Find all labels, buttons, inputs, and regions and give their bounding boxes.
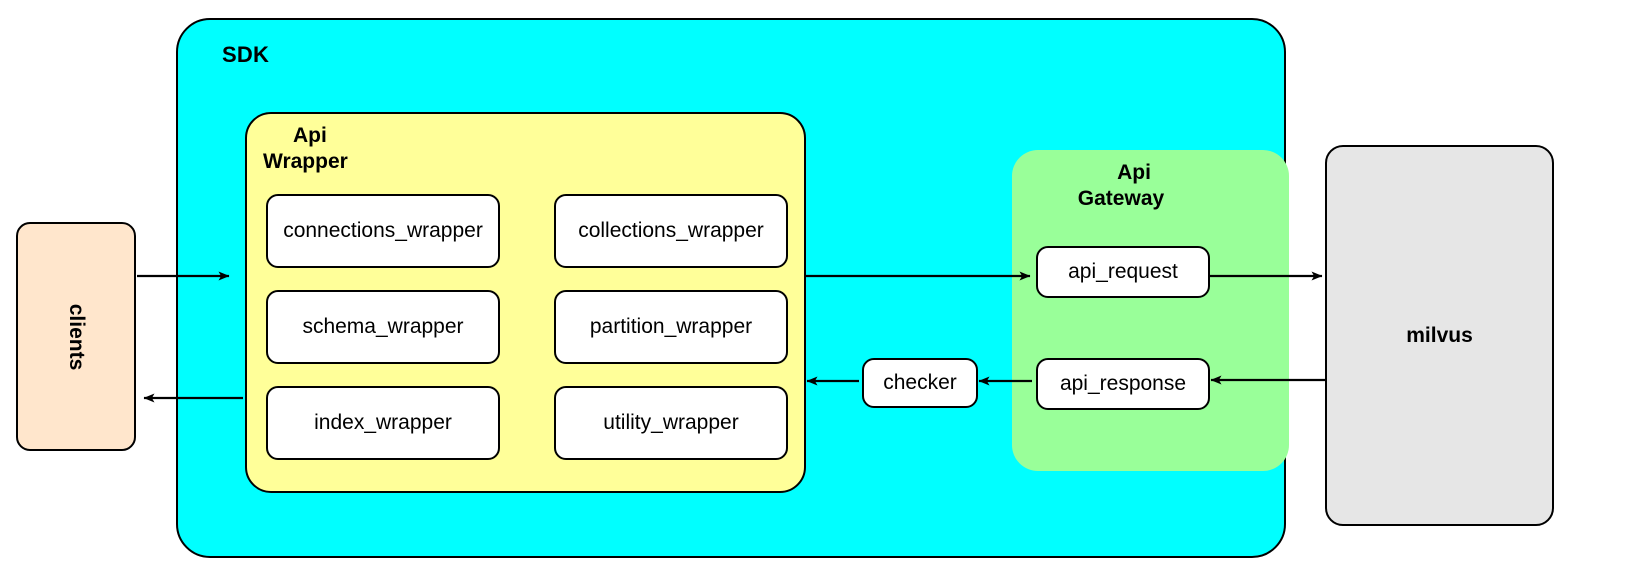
api-wrapper-label-line1: Api — [293, 124, 327, 147]
card-partition-wrapper[interactable]: partition_wrapper — [554, 290, 788, 364]
card-api-request[interactable]: api_request — [1036, 246, 1210, 298]
checker-box[interactable]: checker — [862, 358, 978, 408]
card-api-response[interactable]: api_response — [1036, 358, 1210, 410]
api-wrapper-container: Api Wrapper connections_wrapper collecti… — [245, 112, 806, 493]
card-schema-wrapper[interactable]: schema_wrapper — [266, 290, 500, 364]
card-connections-wrapper[interactable]: connections_wrapper — [266, 194, 500, 268]
sdk-label: SDK — [222, 42, 270, 67]
sdk-container: SDK Api Wrapper connections_wrapper coll… — [176, 18, 1289, 558]
clients-label: clients — [65, 303, 88, 370]
card-index-wrapper[interactable]: index_wrapper — [266, 386, 500, 460]
api-gateway-label-line2: Gateway — [1077, 186, 1165, 210]
api-gateway-container: Api Gateway api_request api_response — [1012, 150, 1289, 471]
card-utility-wrapper[interactable]: utility_wrapper — [554, 386, 788, 460]
card-collections-wrapper[interactable]: collections_wrapper — [554, 194, 788, 268]
milvus-label: milvus — [1406, 323, 1473, 347]
api-wrapper-label: Api Wrapper — [263, 123, 423, 174]
api-gateway-label-line1: Api — [1117, 161, 1151, 184]
milvus-box[interactable]: milvus — [1325, 145, 1554, 526]
api-gateway-label: Api Gateway — [1022, 160, 1242, 211]
clients-box[interactable]: clients — [16, 222, 136, 451]
api-wrapper-label-line2: Wrapper — [263, 149, 348, 173]
